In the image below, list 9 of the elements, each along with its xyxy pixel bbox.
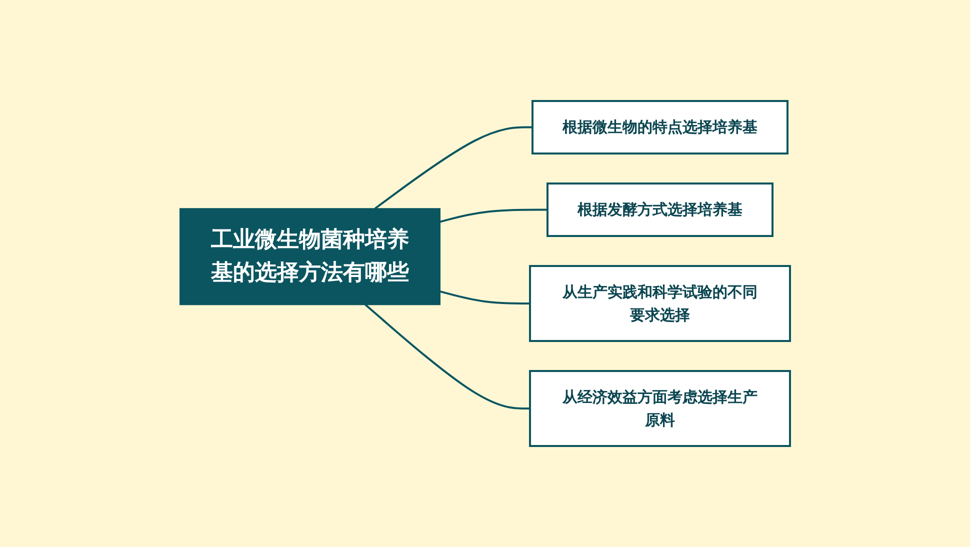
node-box: 工业微生物菌种培养基的选择方法有哪些: [180, 208, 440, 306]
node-box: 根据发酵方式选择培养基: [546, 182, 774, 237]
connector: [440, 290, 530, 304]
connector: [440, 208, 548, 223]
connector: [374, 126, 532, 210]
node-box: 从生产实践和科学试验的不同要求选择: [529, 265, 791, 342]
connector: [364, 304, 530, 410]
node-box: 根据微生物的特点选择培养基: [532, 100, 788, 154]
node-box: 从经济效益方面考虑选择生产原料: [529, 370, 791, 447]
